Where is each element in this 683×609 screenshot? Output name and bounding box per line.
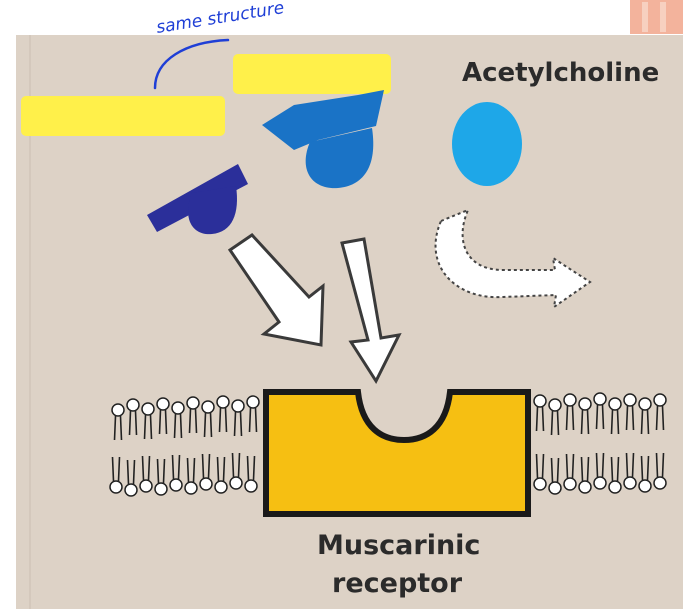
acetylcholine-label: Acetylcholine — [462, 58, 659, 88]
acetylcholine-icon — [452, 102, 522, 186]
receptor-label-line1: Muscarinic — [317, 530, 480, 561]
highlight-box-top — [233, 54, 391, 94]
receptor-label-line2: receptor — [332, 568, 462, 599]
highlight-box-left — [21, 96, 225, 136]
corner-accent — [630, 0, 683, 34]
